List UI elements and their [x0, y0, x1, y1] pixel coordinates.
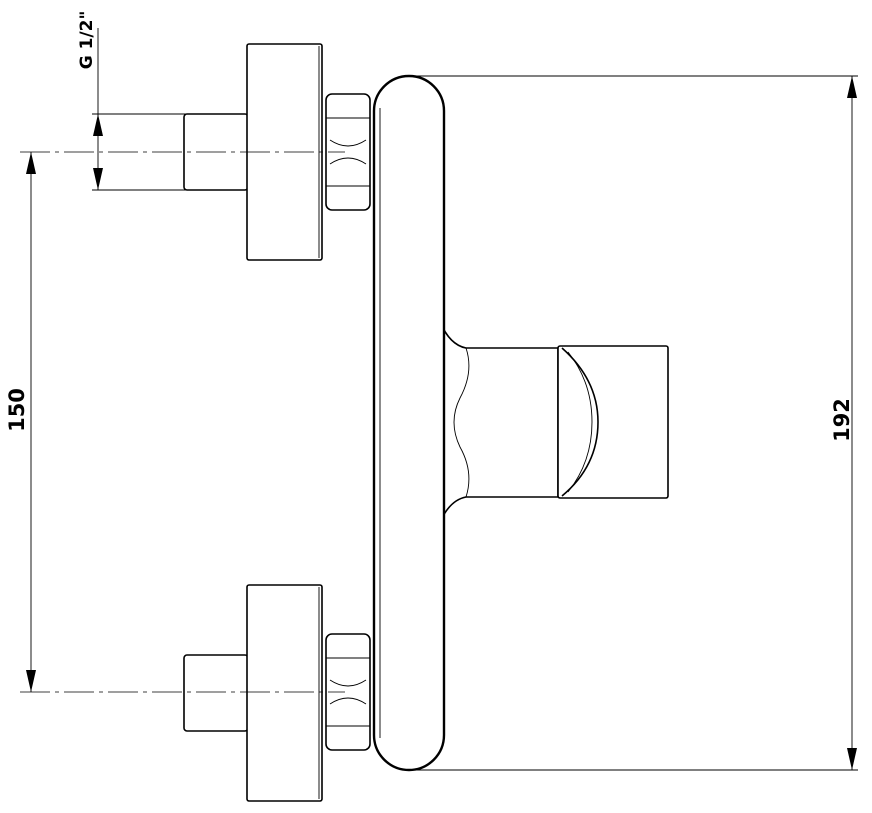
- lower-nut: [325, 633, 371, 751]
- dimension-150-label: 150: [5, 388, 29, 432]
- dimension-192-label: 192: [830, 398, 854, 442]
- mixer-body: [372, 74, 446, 772]
- lever-grip-curve: [561, 347, 599, 497]
- mixer-lever: [439, 321, 669, 523]
- lower-connection: [183, 584, 371, 802]
- lever-neck: [439, 321, 559, 523]
- dimension-thread: G 1/2": [77, 11, 234, 191]
- upper-nut: [325, 93, 371, 211]
- lower-rosette: [246, 584, 323, 802]
- thread-size-label: G 1/2": [77, 11, 97, 70]
- dimension-150: 150: [5, 152, 36, 692]
- dimension-192: 192: [412, 75, 858, 771]
- lower-pipe-stub: [183, 654, 249, 732]
